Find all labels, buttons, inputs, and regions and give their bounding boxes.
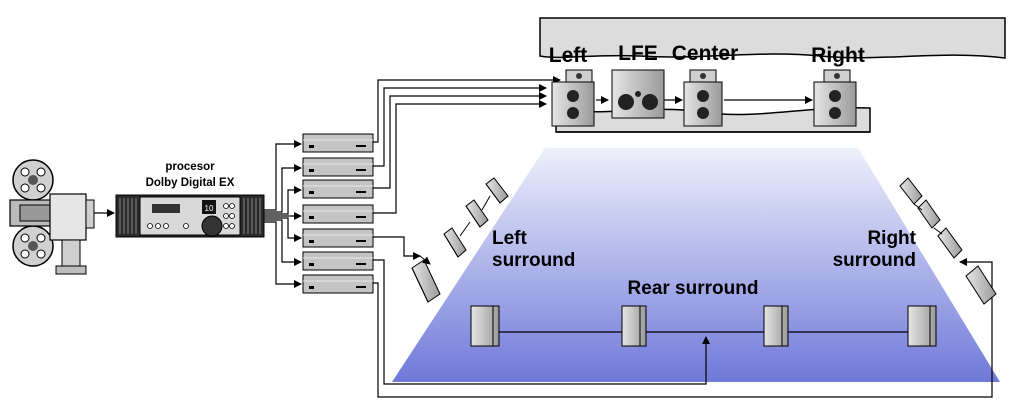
speaker-icon-lfe (611, 69, 665, 119)
speaker-icon (965, 265, 997, 305)
film-projector-icon (9, 159, 95, 275)
label-right-surround-line2: surround (833, 250, 916, 271)
amplifier-unit-icon (302, 274, 374, 294)
dolby-processor-icon: 10 (115, 194, 265, 238)
speaker-icon-center (683, 69, 723, 127)
label-right-surround-line1: Right (867, 228, 916, 249)
amplifier-unit-icon (302, 133, 374, 153)
speaker-icon (470, 305, 500, 347)
speaker-icon (411, 259, 441, 303)
room-floor (392, 148, 1000, 382)
left-surround-chain (419, 195, 491, 265)
processor-title-line2: Dolby Digital EX (146, 177, 235, 189)
label-center: Center (672, 42, 739, 65)
amplifier-unit-icon (302, 157, 374, 177)
label-left-surround-line2: surround (492, 250, 575, 271)
rear-surround-speakers (470, 305, 937, 347)
amplifier-unit-icon (302, 204, 374, 224)
speaker-icon-left (551, 69, 595, 127)
processor-output-lines (264, 140, 302, 288)
label-lfe: LFE (618, 42, 658, 65)
speaker-icon-right (813, 69, 857, 127)
speaker-icon (443, 227, 467, 258)
label-left-surround-line1: Left (492, 228, 528, 249)
amplifier-unit-icon (302, 251, 374, 271)
right-surround-speakers (899, 177, 997, 305)
left-surround-speakers (411, 177, 509, 303)
label-left: Left (549, 44, 588, 67)
speaker-icon (917, 199, 941, 229)
speaker-icon (465, 199, 489, 228)
amplifier-output-lines (373, 76, 993, 398)
speaker-icon (899, 177, 923, 205)
processor-display: 10 (205, 204, 214, 213)
speaker-icon (485, 177, 509, 204)
speaker-icon (763, 305, 789, 347)
speaker-icon (937, 227, 963, 259)
speaker-icon (907, 305, 937, 347)
speaker-icon (621, 305, 647, 347)
amplifier-unit-icon (302, 179, 374, 199)
screen-stage (539, 17, 1006, 133)
label-rear-surround: Rear surround (628, 278, 759, 299)
right-surround-chain (913, 203, 943, 235)
label-right: Right (811, 44, 865, 67)
amplifier-unit-icon (302, 228, 374, 248)
amplifier-stack (302, 133, 374, 294)
processor-title-line1: procesor (165, 161, 215, 173)
